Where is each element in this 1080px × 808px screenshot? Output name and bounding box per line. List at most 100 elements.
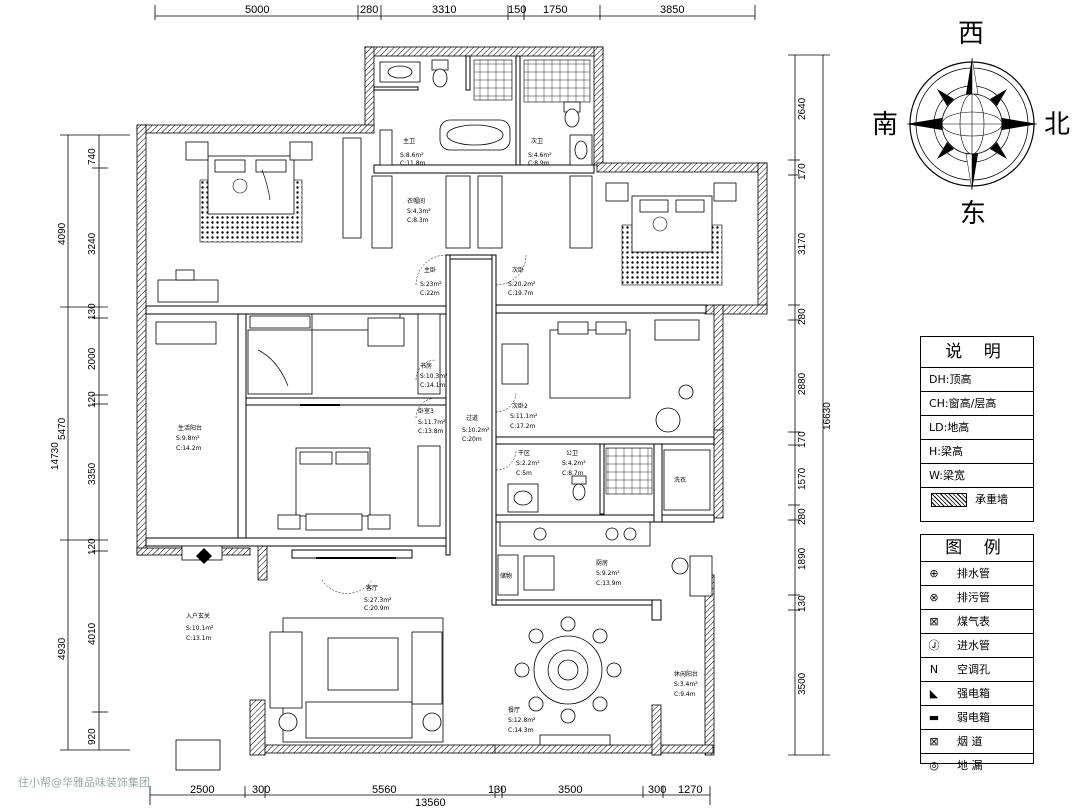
sewage-pipe-icon: ⊗ xyxy=(929,591,939,604)
svg-text:次卧: 次卧 xyxy=(512,266,524,274)
right-dim: 2640 xyxy=(797,97,808,120)
gas-meter-icon: ⊠ xyxy=(929,615,939,628)
right-dim: 170 xyxy=(797,163,808,180)
living-room-furniture xyxy=(269,549,444,743)
legend-item: ⊠烟 道 xyxy=(921,730,1033,754)
svg-text:C:9.4m: C:9.4m xyxy=(674,691,696,698)
svg-text:S:10.1m²: S:10.1m² xyxy=(186,625,214,632)
svg-text:S:11.1m²: S:11.1m² xyxy=(510,413,538,420)
svg-text:餐厅: 餐厅 xyxy=(508,706,520,714)
svg-text:次卫: 次卫 xyxy=(531,137,543,145)
svg-text:C:17.2m: C:17.2m xyxy=(510,423,536,430)
svg-text:S:8.6m²: S:8.6m² xyxy=(400,152,424,159)
right-dimension-lines: 2640 170 3170 280 2880 170 1570 280 1890… xyxy=(788,54,833,756)
svg-text:书房: 书房 xyxy=(420,362,432,370)
left-dim: 120 xyxy=(87,391,98,408)
bedroom3-bed xyxy=(277,404,391,531)
svg-text:S:20.2m²: S:20.2m² xyxy=(508,281,536,288)
legend-item-label: 煤气表 xyxy=(957,615,990,628)
bottom-dim: 2500 xyxy=(190,784,214,796)
legend-item-label: 排污管 xyxy=(957,591,990,604)
master-dresser xyxy=(157,269,219,303)
legend-item: ⊗ 排污管 xyxy=(921,586,1033,610)
room-label-balcony-back: 休闲阳台 S:3.4m² C:9.4m xyxy=(674,670,698,698)
svg-text:C:14.2m: C:14.2m xyxy=(176,445,202,452)
left-dim: 740 xyxy=(87,148,98,165)
right-dim: 1890 xyxy=(797,547,808,570)
right-dim: 3500 xyxy=(797,672,808,695)
right-dim: 130 xyxy=(797,595,808,612)
left-dim: 4010 xyxy=(87,622,98,645)
bedroom2-furniture xyxy=(549,321,694,433)
svg-text:C:13.9m: C:13.9m xyxy=(596,580,622,587)
svg-text:S:12.8m²: S:12.8m² xyxy=(508,717,536,724)
svg-text:S:10.3m²: S:10.3m² xyxy=(420,373,448,380)
top-dimension-line: 5000 280 3310 150 1750 3850 xyxy=(154,4,756,20)
notes-wall-label: 承重墙 xyxy=(975,493,1008,506)
legend-item-label: 强电箱 xyxy=(957,687,990,700)
svg-text:客厅: 客厅 xyxy=(366,584,378,592)
top-dim: 3850 xyxy=(660,4,684,16)
svg-text:休闲阳台: 休闲阳台 xyxy=(674,670,698,678)
legend-item-label: 进水管 xyxy=(957,639,990,652)
svg-text:S:27.3m²: S:27.3m² xyxy=(364,597,392,604)
legend-item: ⊕排水管 xyxy=(921,562,1033,586)
svg-text:S:4.3m²: S:4.3m² xyxy=(407,208,431,215)
bottom-dim: 1270 xyxy=(678,784,702,796)
svg-text:洗衣: 洗衣 xyxy=(674,476,686,484)
svg-text:S:3.4m²: S:3.4m² xyxy=(674,681,698,688)
svg-text:S:23m²: S:23m² xyxy=(420,281,442,288)
svg-text:厨房: 厨房 xyxy=(596,559,608,567)
svg-text:干区: 干区 xyxy=(518,450,530,457)
legend-item-label: 烟 道 xyxy=(957,735,983,748)
svg-text:C:22m: C:22m xyxy=(420,290,440,297)
svg-text:S:4.6m²: S:4.6m² xyxy=(528,152,552,159)
legend-title: 图 例 xyxy=(921,535,1033,562)
svg-text:C:8.7m: C:8.7m xyxy=(562,470,584,477)
svg-text:衣帽间: 衣帽间 xyxy=(407,197,425,205)
svg-text:C:11.8m: C:11.8m xyxy=(400,160,426,167)
top-dim: 280 xyxy=(360,4,378,16)
legend-item: ◣强电箱 xyxy=(921,682,1033,706)
svg-text:卧室3: 卧室3 xyxy=(418,407,434,415)
right-total-dim: 16630 xyxy=(822,402,833,430)
room-label-storage: 储物 xyxy=(500,572,512,580)
notes-item: LD:地高 xyxy=(921,416,1033,440)
left-total-dim: 4930 xyxy=(57,637,68,660)
right-dim: 1570 xyxy=(797,467,808,490)
second-bed xyxy=(605,182,737,286)
top-dim: 1750 xyxy=(543,4,567,16)
balcony-items xyxy=(155,321,223,771)
bottom-dim: 300 xyxy=(648,784,666,796)
svg-text:S:9.2m²: S:9.2m² xyxy=(596,570,620,577)
weak-current-box-icon: ▬ xyxy=(928,711,940,724)
notes-box: 说 明 DH:顶高 CH:窗高/层高 LD:地高 H:梁高 W:梁宽 承重墙 xyxy=(920,336,1034,522)
svg-text:主卫: 主卫 xyxy=(403,137,415,145)
compass-south-label: 南 xyxy=(872,110,898,140)
svg-text:C:13.1m: C:13.1m xyxy=(186,635,212,642)
notes-item: W:梁宽 xyxy=(921,464,1033,488)
svg-text:C:20m: C:20m xyxy=(462,436,482,443)
right-dim: 170 xyxy=(797,431,808,448)
room-label-laundry: 洗衣 xyxy=(674,476,686,484)
legend-item-label: 地 漏 xyxy=(957,759,983,772)
left-dim: 120 xyxy=(87,538,98,555)
compass xyxy=(906,57,1038,191)
svg-text:C:13.8m: C:13.8m xyxy=(418,428,444,435)
svg-text:次卧2: 次卧2 xyxy=(512,402,528,410)
left-total-dim: 5470 xyxy=(57,417,68,440)
top-dim: 5000 xyxy=(245,4,269,16)
kitchen-fixtures xyxy=(497,521,713,597)
top-dim: 150 xyxy=(508,4,526,16)
